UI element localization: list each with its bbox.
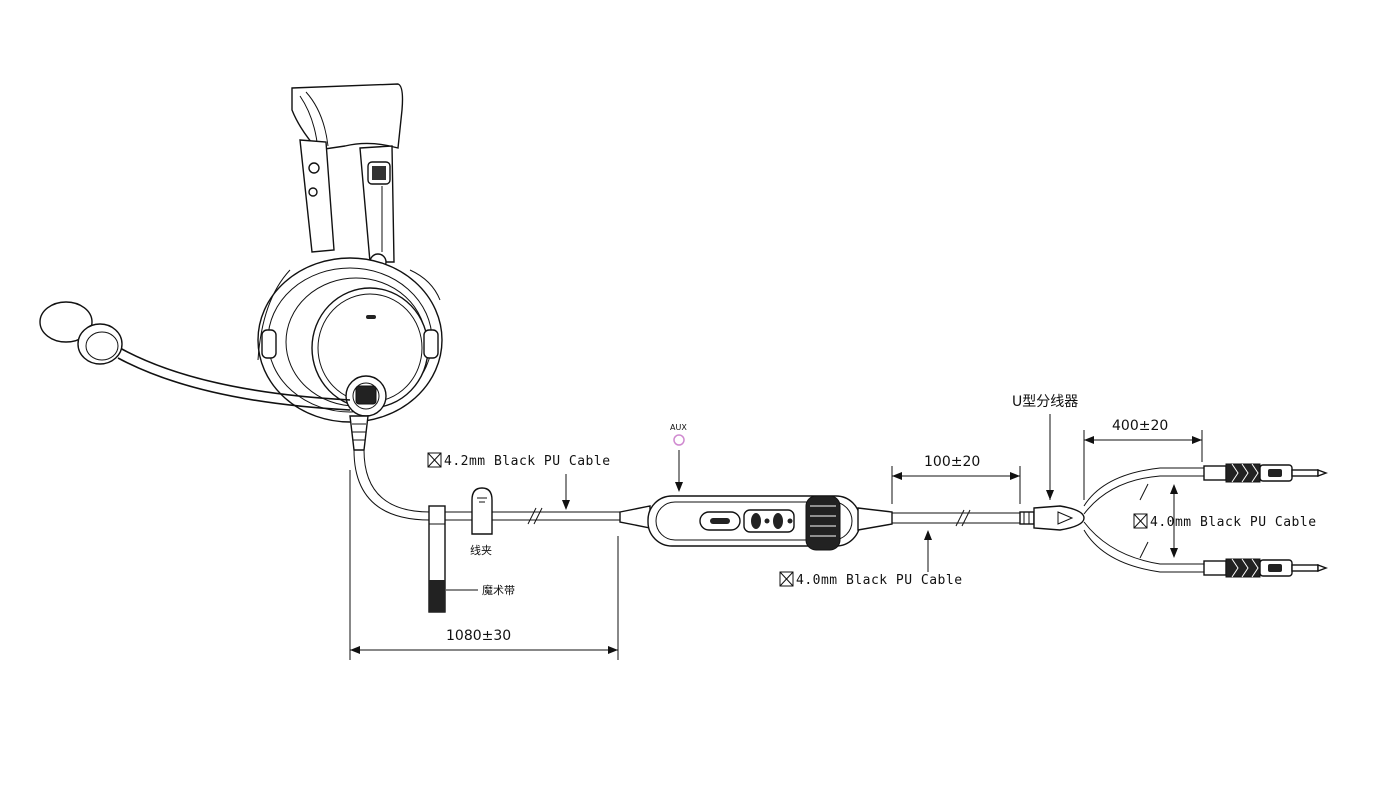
cable-split-callout: 4.0mm Black PU Cable (1133, 484, 1317, 558)
velcro-strap: 魔术带 (428, 505, 515, 613)
dimension-mid: 100±20 (891, 454, 1021, 504)
dim-mid-label: 100±20 (924, 454, 980, 470)
cable-split-label: 4.0mm Black PU Cable (1150, 515, 1317, 530)
dimension-split: 400±20 (1083, 418, 1203, 500)
aux-label: AUX (670, 423, 687, 432)
cable-main-label: 4.2mm Black PU Cable (444, 454, 611, 469)
splitter-label: U型分线器 (1012, 394, 1078, 410)
cable-mid-label: 4.0mm Black PU Cable (796, 573, 963, 588)
mid-cable (892, 509, 1035, 527)
cable-mid-callout: 4.0mm Black PU Cable (779, 530, 963, 588)
dim-split-label: 400±20 (1112, 418, 1168, 434)
volume-knob-icon (805, 495, 841, 551)
main-cable (353, 449, 620, 521)
cable-main-callout: 4.2mm Black PU Cable (427, 452, 611, 510)
break-mark (527, 507, 537, 525)
velcro-label: 魔术带 (482, 583, 515, 597)
control-box (619, 495, 893, 551)
headset-illustration (39, 83, 443, 451)
aux-port-icon (673, 434, 685, 446)
aux-marker: AUX (670, 423, 687, 492)
break-mark (533, 507, 543, 525)
split-cables (1083, 467, 1206, 573)
plug-top (1203, 463, 1328, 483)
u-splitter: U型分线器 (1012, 394, 1085, 531)
clip-label: 线夹 (470, 543, 492, 557)
plug-bottom (1203, 558, 1328, 578)
cable-clip: 线夹 (470, 487, 493, 557)
dim-total-label: 1080±30 (446, 628, 511, 644)
dimension-total: 1080±30 (349, 470, 619, 660)
